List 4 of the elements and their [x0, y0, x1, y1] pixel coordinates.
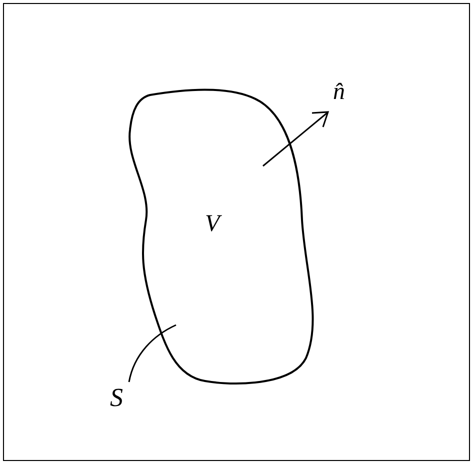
volume-label: V: [205, 212, 220, 236]
surface-label: S: [110, 385, 123, 411]
leader-line: [128, 324, 176, 382]
normal-vector-label: n̂: [333, 80, 345, 104]
